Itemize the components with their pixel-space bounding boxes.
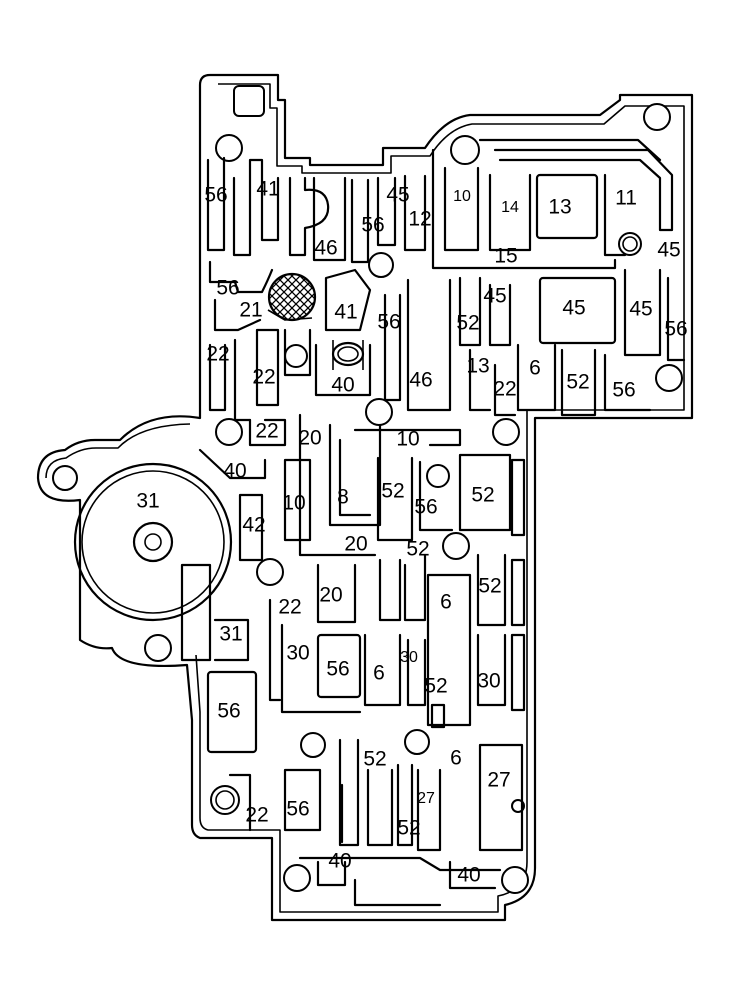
label-13-a: 13 — [548, 196, 571, 219]
label-20-a: 20 — [298, 427, 321, 450]
label-13-b: 13 — [466, 355, 489, 378]
label-31-b: 31 — [219, 623, 242, 646]
label-11: 11 — [615, 187, 637, 210]
label-56-e: 56 — [664, 318, 687, 341]
label-6-b: 6 — [440, 591, 452, 614]
label-52-d: 52 — [471, 484, 494, 507]
label-52-c: 52 — [381, 480, 404, 503]
label-56-h: 56 — [326, 658, 349, 681]
label-45-c: 45 — [483, 285, 506, 308]
passage-labels: 56 41 45 10 14 13 11 56 12 46 15 45 56 2… — [136, 178, 687, 887]
label-6-a: 6 — [529, 357, 541, 380]
accumulator-bore — [73, 462, 233, 622]
checkball-hatched — [267, 272, 317, 322]
label-30-b: 30 — [400, 649, 418, 666]
label-56-f: 56 — [612, 379, 635, 402]
label-14: 14 — [501, 199, 519, 216]
label-45-a: 45 — [386, 184, 409, 207]
fluid-passages — [180, 138, 686, 907]
label-27-a: 27 — [487, 769, 510, 792]
label-27-b: 27 — [417, 790, 435, 807]
label-52-b: 52 — [566, 371, 589, 394]
label-41-b: 41 — [334, 301, 357, 324]
label-22-b: 22 — [252, 366, 275, 389]
label-30-c: 30 — [477, 670, 500, 693]
label-15: 15 — [494, 245, 517, 268]
label-22-a: 22 — [206, 343, 229, 366]
label-52-a: 52 — [456, 312, 479, 335]
label-46-a: 46 — [314, 237, 337, 260]
label-52-h: 52 — [363, 748, 386, 771]
label-56-j: 56 — [286, 798, 309, 821]
label-22-e: 22 — [278, 596, 301, 619]
label-22-d: 22 — [255, 420, 278, 443]
label-52-g: 52 — [424, 675, 447, 698]
bolt-holes — [52, 85, 683, 894]
label-30-a: 30 — [286, 642, 309, 665]
orifice-ellipse — [331, 340, 365, 370]
label-52-f: 52 — [478, 575, 501, 598]
label-45-b: 45 — [657, 239, 680, 262]
label-10-a: 10 — [453, 188, 471, 205]
label-56-i: 56 — [217, 700, 240, 723]
label-22-c: 22 — [493, 378, 516, 401]
label-56-c: 56 — [216, 277, 239, 300]
label-8: 8 — [337, 486, 349, 509]
label-52-i: 52 — [397, 817, 420, 840]
label-56-a: 56 — [204, 184, 227, 207]
label-52-e: 52 — [406, 538, 429, 561]
label-12: 12 — [408, 208, 431, 231]
label-56-d: 56 — [377, 311, 400, 334]
label-42: 42 — [242, 514, 265, 537]
label-6-c: 6 — [373, 662, 385, 685]
label-20-b: 20 — [344, 533, 367, 556]
label-40-c: 40 — [328, 850, 351, 873]
label-40-a: 40 — [331, 374, 354, 397]
label-41-a: 41 — [256, 178, 279, 201]
label-56-g: 56 — [414, 496, 437, 519]
label-22-f: 22 — [245, 804, 268, 827]
label-40-b: 40 — [223, 460, 246, 483]
label-40-d: 40 — [457, 864, 480, 887]
label-10-c: 10 — [282, 492, 305, 515]
label-21: 21 — [239, 299, 262, 322]
label-45-e: 45 — [629, 298, 652, 321]
label-31-a: 31 — [136, 490, 159, 513]
label-56-b: 56 — [361, 214, 384, 237]
plate-outline — [36, 73, 694, 922]
label-45-d: 45 — [562, 297, 585, 320]
label-6-d: 6 — [450, 747, 462, 770]
label-20-c: 20 — [319, 584, 342, 607]
label-10-b: 10 — [396, 428, 419, 451]
label-46-b: 46 — [409, 369, 432, 392]
